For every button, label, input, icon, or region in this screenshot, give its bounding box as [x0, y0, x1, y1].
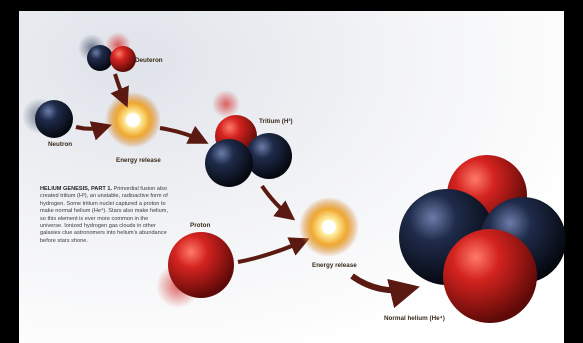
energy-release-label-1: Energy release	[116, 157, 161, 164]
tritium-label: Tritium (H³)	[259, 118, 293, 125]
caption-text: HELIUM GENESIS, PART 1. Primordial fusio…	[40, 186, 168, 245]
helium-nucleus	[399, 155, 566, 323]
arrow-proton-to-burst	[238, 240, 306, 262]
tritium-particle	[205, 90, 292, 187]
neutron-particle	[22, 98, 73, 138]
arrow-burst-to-tritium	[160, 128, 205, 142]
caption-heading: HELIUM GENESIS, PART 1.	[40, 186, 112, 192]
proton-label: Proton	[190, 222, 210, 229]
arrow-burst-to-helium	[352, 276, 414, 290]
energy-release-label-2: Energy release	[312, 262, 357, 269]
neutron-label: Neutron	[48, 141, 72, 148]
deuteron-particle	[78, 32, 136, 72]
arrow-neutron-to-burst	[76, 126, 108, 129]
caption-body: Primordial fusion also created tritium (…	[40, 186, 168, 244]
deuteron-label: Deuteron	[135, 57, 163, 64]
energy-burst-1	[105, 92, 161, 148]
helium-label: Normal helium (He⁴)	[384, 315, 445, 322]
energy-burst-2	[299, 197, 359, 257]
arrow-tritium-to-burst	[262, 186, 292, 218]
